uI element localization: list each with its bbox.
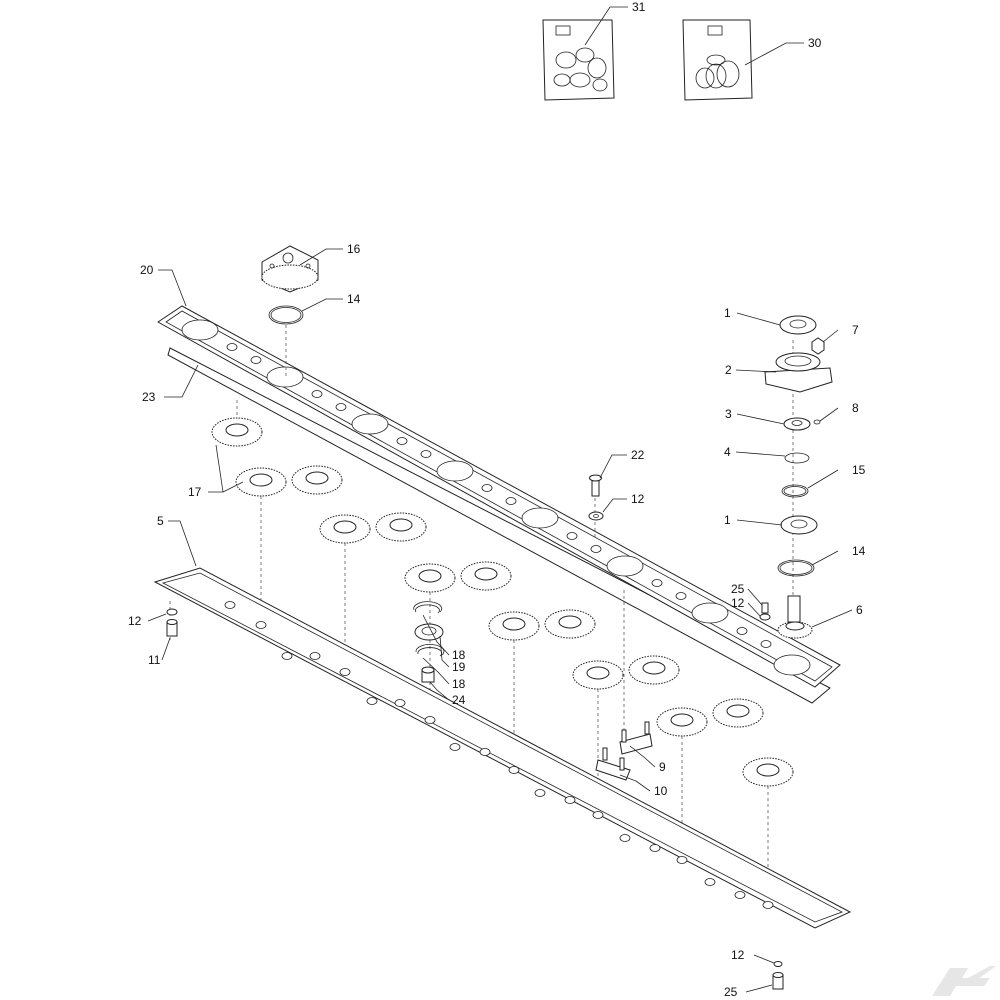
washer-12-mid [588,511,604,521]
callout-10: 10 [654,784,668,798]
callout-4: 4 [724,445,731,459]
callout-25-bottom: 25 [724,985,738,999]
callout-20: 20 [140,263,154,277]
plate-20-large-holes [181,319,811,676]
callout-6: 6 [856,603,863,617]
o-ring-14-right [777,559,815,577]
gear [628,655,680,685]
o-ring-15 [781,484,809,498]
callout-15: 15 [852,463,866,477]
callout-18-upper: 18 [452,648,466,662]
callout-31: 31 [632,0,646,14]
leader-lines [147,6,853,993]
gasket-23 [167,347,831,704]
callout-12-bottom: 12 [731,948,745,962]
gear [375,512,427,542]
bottom-plate-5 [153,567,852,929]
screw-25-bottom [772,972,784,990]
gear [211,417,263,447]
bushing-24 [421,666,435,683]
clamp-10 [595,747,631,781]
gear [460,561,512,591]
callout-8: 8 [852,401,859,415]
callout-14: 14 [347,292,361,306]
washer-12-left [166,608,178,616]
callout-12-mid: 12 [631,492,645,506]
gear [656,707,708,737]
gear [712,698,764,728]
callout-24: 24 [452,693,466,707]
bottom-plate-5-holes [224,601,774,909]
bearing-housing-2 [764,352,833,393]
callout-18-lower: 18 [452,677,466,691]
callout-3: 3 [725,407,732,421]
circlip-18-upper [413,601,443,614]
nut-7 [811,337,825,355]
gear [572,660,624,690]
gear [544,609,596,639]
callout-11: 11 [148,653,161,667]
bolt-22 [589,474,602,497]
gear [319,514,371,544]
screw-11 [166,619,178,637]
callout-labels: 31 30 16 20 14 23 17 5 22 12 12 11 18 19… [128,0,866,999]
washer-12-right [759,613,771,621]
washer-12-bottom [773,961,783,967]
callout-30: 30 [808,36,822,50]
callout-7: 7 [852,323,859,337]
gear [235,467,287,497]
callout-23: 23 [142,390,156,404]
callout-9: 9 [659,760,666,774]
plate-20 [157,305,841,688]
washer-8 [813,419,821,425]
callout-1-lower: 1 [724,513,731,527]
bearing-1-upper [779,315,817,335]
repair-kit-bag-31 [542,19,615,101]
repair-kit-bag-30 [682,19,753,101]
k-logo-icon [932,966,996,996]
gear [488,611,540,641]
gear-housing-16 [261,245,319,293]
callout-19: 19 [452,660,466,674]
bearing-1-lower [780,515,818,535]
callout-1-upper: 1 [724,306,731,320]
gear [404,563,456,593]
callout-14-right: 14 [852,544,866,558]
callout-22: 22 [631,448,645,462]
gear [291,465,343,495]
callout-2: 2 [725,363,732,377]
shim-4 [784,452,810,464]
o-ring-14-upper [268,305,304,325]
plate-20-small-holes [226,343,772,648]
drive-gear-shaft-6 [777,595,813,639]
bolt-25-right [761,602,769,614]
seal-3 [783,417,811,431]
gear [742,757,794,787]
callout-25-right: 25 [731,582,745,596]
callout-16: 16 [347,242,361,256]
idler-gears-17 [211,417,794,787]
callout-12-left: 12 [128,614,142,628]
callout-17: 17 [188,485,202,499]
callout-12-right: 12 [731,596,745,610]
callout-5: 5 [157,514,164,528]
clamp-9 [619,721,653,755]
